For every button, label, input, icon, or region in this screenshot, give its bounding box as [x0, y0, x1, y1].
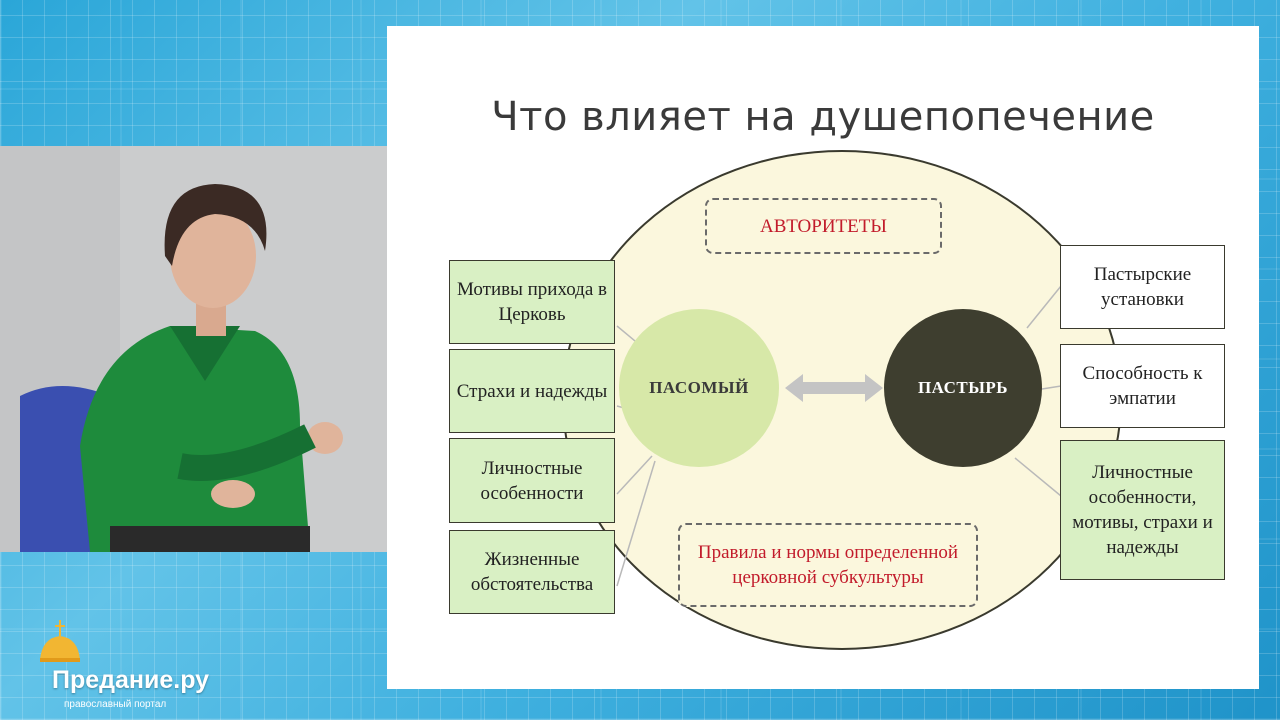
box-personality-pastor: Личностные особенности, мотивы, страхи и… — [1060, 440, 1225, 580]
connector-line — [1026, 285, 1062, 329]
node-pastyr: ПАСТЫРЬ — [884, 309, 1042, 467]
node-pasomy: ПАСОМЫЙ — [619, 309, 779, 467]
note-rules: Правила и нормы определенной церковной с… — [678, 523, 978, 607]
box-personality: Личностные особенности — [449, 438, 615, 523]
box-circumstances: Жизненные обстоятельства — [449, 530, 615, 614]
speaker-figure — [0, 146, 387, 552]
connector-line — [1014, 457, 1062, 497]
box-fears-hopes: Страхи и надежды — [449, 349, 615, 433]
speaker-video — [0, 146, 387, 552]
logo: Предание.ру православный портал — [36, 620, 236, 710]
church-dome-icon — [40, 620, 80, 662]
logo-tagline: православный портал — [64, 699, 167, 710]
note-authorities: АВТОРИТЕТЫ — [705, 198, 942, 254]
connector-line — [616, 460, 656, 587]
box-pastoral-attitudes: Пастырские установки — [1060, 245, 1225, 329]
connector-line — [616, 455, 653, 495]
box-motives: Мотивы прихода в Церковь — [449, 260, 615, 344]
slide-title: Что влияет на душепопечение — [491, 94, 1155, 140]
arrow-double-icon — [785, 374, 883, 402]
logo-name: Предание.ру — [52, 666, 210, 694]
slide: Что влияет на душепопечение ПАСОМЫЙ ПАСТ… — [387, 26, 1259, 689]
box-empathy: Способность к эмпатии — [1060, 344, 1225, 428]
connector-line — [1041, 385, 1062, 390]
